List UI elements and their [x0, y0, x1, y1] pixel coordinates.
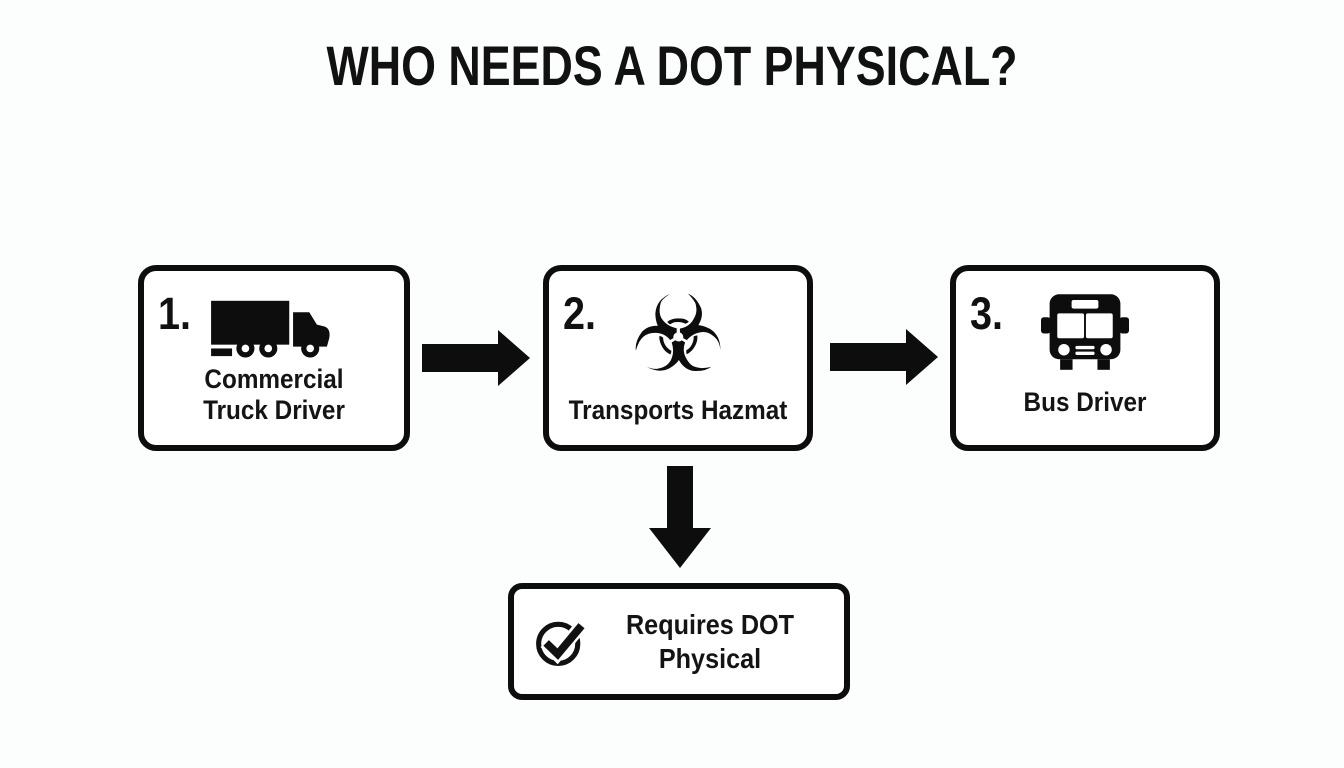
box-number: 3.	[970, 288, 1004, 339]
arrow-right-icon	[422, 330, 530, 391]
arrow-right-icon	[830, 329, 938, 390]
box-label: Transports Hazmat	[562, 395, 794, 426]
biohazard-glyph: ☣	[630, 273, 726, 396]
biohazard-icon: ☣	[549, 273, 807, 396]
box-label-line: Bus Driver	[1023, 387, 1147, 418]
box-label-line: Transports Hazmat	[568, 395, 788, 426]
flow-box-bus-driver: 3. Bus Driver	[950, 265, 1220, 451]
flow-box-hazmat: 2. ☣ Transports Hazmat	[543, 265, 813, 451]
result-label: Requires DOT Physical	[611, 608, 809, 674]
flow-box-requires-dot-physical: Requires DOT Physical	[508, 583, 850, 700]
box-label: Commercial Truck Driver	[157, 364, 391, 426]
page-title: WHO NEEDS A DOT PHYSICAL?	[326, 34, 1018, 97]
box-label-line: Truck Driver	[203, 395, 345, 426]
flow-box-truck-driver: 1. Commercial Truck Driver	[138, 265, 410, 451]
box-label-line: Commercial	[204, 364, 344, 395]
truck-icon	[144, 297, 404, 358]
box-number: 1.	[158, 288, 192, 339]
result-label-line: Physical	[658, 642, 762, 674]
arrow-down-icon	[649, 466, 711, 573]
bus-icon	[956, 294, 1214, 371]
box-label: Bus Driver	[969, 387, 1201, 418]
box-number: 2.	[563, 288, 597, 339]
check-circle-icon	[534, 615, 588, 669]
result-label-line: Requires DOT	[625, 609, 795, 641]
